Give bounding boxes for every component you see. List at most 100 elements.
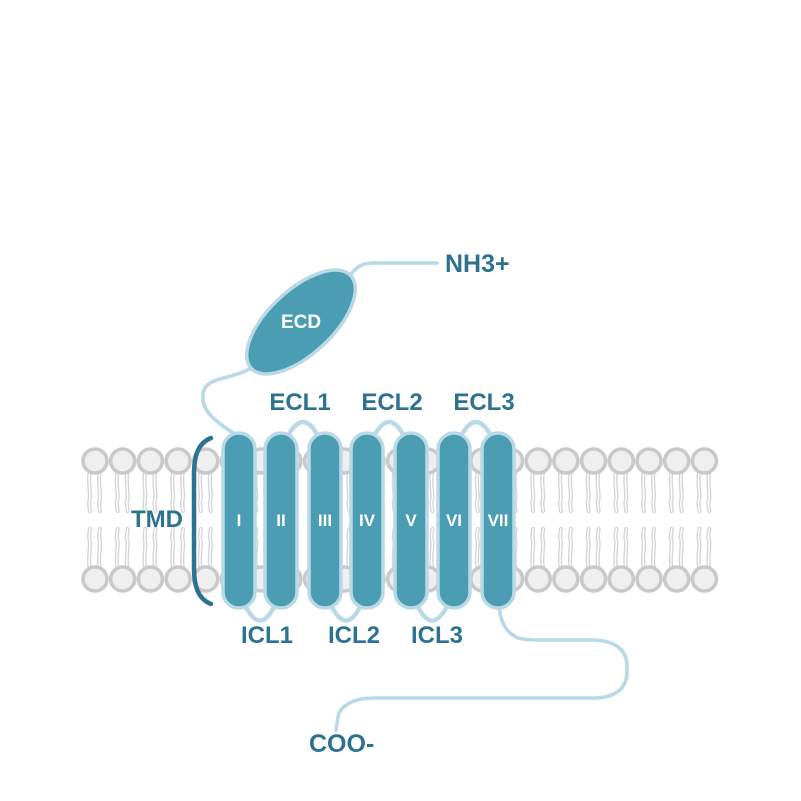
c-terminus-label: COO- xyxy=(309,730,374,758)
lipid-tail-highlight xyxy=(669,470,673,512)
lipid-head xyxy=(635,447,663,475)
lipid-tail-highlight xyxy=(679,528,683,570)
ecl1-label: ECL1 xyxy=(269,389,330,416)
lipid-tail-highlight xyxy=(143,528,147,570)
lipid-tail-highlight xyxy=(642,528,645,570)
lipid-tail-highlight xyxy=(652,470,655,512)
lipid-head xyxy=(524,565,553,593)
lipid-head xyxy=(136,447,165,475)
lipid-tail-highlight xyxy=(669,528,673,570)
helix-label-6: VI xyxy=(446,511,462,530)
lipid-tail-highlight xyxy=(209,528,212,570)
lipid-tail-highlight xyxy=(559,528,562,570)
lipid-tail-highlight xyxy=(541,470,544,512)
lipid-tail-highlight xyxy=(569,470,572,512)
lipid-head xyxy=(164,565,192,593)
helix-label-3: III xyxy=(318,511,332,530)
lipid-tail-highlight xyxy=(153,470,157,512)
lipid-head xyxy=(579,447,608,475)
lipid-tail-highlight xyxy=(697,470,701,512)
lipid-tail-highlight xyxy=(181,470,184,512)
lipid-tail-highlight xyxy=(347,470,350,512)
extracellular-domain: ECD xyxy=(244,268,358,376)
ecd-to-tm1-linker xyxy=(201,366,253,436)
lipid-tail-highlight xyxy=(430,528,434,570)
lipid-tail-highlight xyxy=(88,528,91,570)
c-terminus-chain xyxy=(334,606,629,732)
lipid-head xyxy=(81,565,109,593)
diagram-labels: NH3+ COO- TMD ECL1 ECL2 ECL3 ICL1 ICL2 I… xyxy=(131,250,515,758)
lipid-tail-highlight xyxy=(559,470,562,512)
lipid-tail-highlight xyxy=(531,470,534,512)
lipid-tail-highlight xyxy=(88,470,91,512)
tmd-bracket xyxy=(191,435,214,607)
lipid-tail-highlight xyxy=(541,528,544,570)
lipid-tail-highlight xyxy=(697,528,701,570)
icl3-label: ICL3 xyxy=(411,622,463,649)
tm-helix-7 xyxy=(480,431,516,610)
lipid-tail-highlight xyxy=(199,470,202,512)
lipid-tail-highlight xyxy=(614,470,617,512)
lipid-head xyxy=(579,565,608,593)
lipid-head xyxy=(524,447,553,475)
ecl3-label: ECL3 xyxy=(453,389,514,416)
ecd-label: ECD xyxy=(281,312,321,333)
lipid-tail-highlight xyxy=(209,470,212,512)
lipid-tail-highlight xyxy=(624,470,627,512)
lipid-tail-highlight xyxy=(642,470,645,512)
lipid-head xyxy=(662,447,691,475)
helix-numerals: I II III IV V VI VII xyxy=(237,511,509,530)
lipid-head xyxy=(81,447,109,475)
lipid-head xyxy=(662,565,691,593)
lipid-tail-highlight xyxy=(707,528,711,570)
lipid-tail-highlight xyxy=(596,470,600,512)
ecd-ellipse xyxy=(244,268,358,376)
lipid-head xyxy=(552,565,580,593)
icl1-label: ICL1 xyxy=(241,622,293,649)
lipid-tail-highlight xyxy=(430,470,434,512)
lipid-head xyxy=(164,447,192,475)
lipid-head xyxy=(690,447,719,475)
lipid-tail-highlight xyxy=(596,528,600,570)
lipid-head xyxy=(136,565,165,593)
tmd-label: TMD xyxy=(131,506,183,533)
lipid-tail-highlight xyxy=(531,528,534,570)
helix-label-2: II xyxy=(276,511,285,530)
n-terminus-chain xyxy=(346,261,439,279)
lipid-head xyxy=(607,447,636,475)
lipid-tail-highlight xyxy=(181,528,184,570)
n-terminus-label: NH3+ xyxy=(445,250,510,278)
lipid-tail-highlight xyxy=(171,528,174,570)
helix-label-5: V xyxy=(405,511,417,530)
lipid-head xyxy=(552,447,580,475)
tm-helix-4 xyxy=(349,431,385,610)
tm-helix-5 xyxy=(393,431,429,610)
lipid-tail-highlight xyxy=(652,528,655,570)
tm-helix-1 xyxy=(221,431,257,610)
lipid-tail-highlight xyxy=(199,528,202,570)
lipid-tail-highlight xyxy=(707,470,711,512)
helix-label-7: VII xyxy=(488,511,509,530)
lipid-head xyxy=(690,565,719,593)
tm-helix-6 xyxy=(436,431,472,610)
lipid-tail-highlight xyxy=(614,528,617,570)
lipid-tail-highlight xyxy=(143,470,147,512)
lipid-tail-highlight xyxy=(476,470,479,512)
lipid-tail-highlight xyxy=(171,470,174,512)
tm-helix-3 xyxy=(307,431,343,610)
helix-label-4: IV xyxy=(359,511,376,530)
lipid-head xyxy=(607,565,636,593)
helix-label-1: I xyxy=(237,511,242,530)
lipid-tail-highlight xyxy=(115,528,119,570)
lipid-tail-highlight xyxy=(125,528,129,570)
lipid-tail-highlight xyxy=(125,470,129,512)
lipid-tail-highlight xyxy=(569,528,572,570)
lipid-tail-highlight xyxy=(624,528,627,570)
lipid-tail-highlight xyxy=(476,528,479,570)
lipid-tail-highlight xyxy=(586,470,590,512)
lipid-head xyxy=(108,565,137,593)
lipid-tail-highlight xyxy=(98,470,101,512)
tm-helix-2 xyxy=(263,431,299,610)
lipid-tail-highlight xyxy=(586,528,590,570)
